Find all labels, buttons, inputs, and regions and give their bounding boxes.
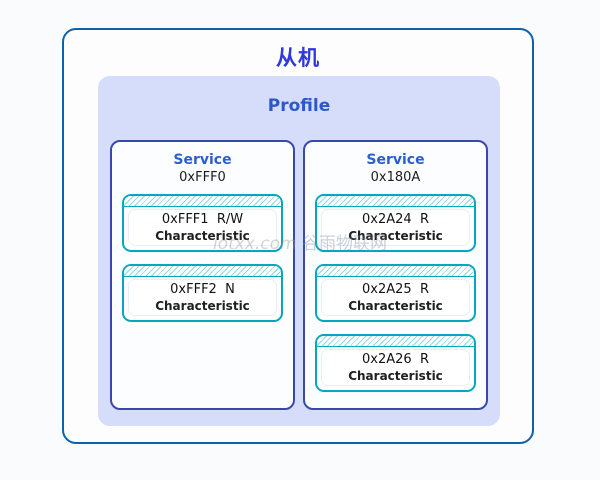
service-uuid-1: 0x180A (370, 170, 421, 185)
characteristic-uuid-1-0: 0x2A24 R (362, 212, 429, 227)
characteristic-inner-0-0: 0xFFF1 R/W Characteristic (128, 209, 277, 246)
characteristic-type-1-1: Characteristic (348, 299, 443, 313)
characteristic-inner-1-2: 0x2A26 R Characteristic (321, 349, 470, 386)
hatch-strip-icon (124, 196, 281, 207)
characteristic-type-0-0: Characteristic (155, 229, 250, 243)
characteristic-uuid-0-0: 0xFFF1 R/W (161, 212, 244, 227)
characteristic-inner-1-1: 0x2A25 R Characteristic (321, 279, 470, 316)
characteristic-card-0xfff1[interactable]: 0xFFF1 R/W Characteristic (122, 194, 283, 252)
profile-panel: Profile Service 0xFFF0 0xFFF1 R/W Charac… (98, 76, 500, 426)
characteristic-uuid-1-1: 0x2A25 R (362, 282, 429, 297)
service-label-1: Service (366, 152, 425, 168)
hatch-strip-icon (317, 336, 474, 347)
profile-title: Profile (267, 96, 331, 116)
characteristic-card-0xfff2[interactable]: 0xFFF2 N Characteristic (122, 264, 283, 322)
characteristic-uuid-1-2: 0x2A26 R (362, 352, 429, 367)
characteristic-type-1-0: Characteristic (348, 229, 443, 243)
characteristic-inner-0-1: 0xFFF2 N Characteristic (128, 279, 277, 316)
service-box-0xfff0[interactable]: Service 0xFFF0 0xFFF1 R/W Characteristic… (110, 140, 295, 410)
characteristic-type-0-1: Characteristic (155, 299, 250, 313)
characteristic-card-0x2a26[interactable]: 0x2A26 R Characteristic (315, 334, 476, 392)
characteristic-list-0: 0xFFF1 R/W Characteristic 0xFFF2 N Chara… (122, 194, 283, 334)
service-box-0x180a[interactable]: Service 0x180A 0x2A24 R Characteristic 0… (303, 140, 488, 410)
hatch-strip-icon (124, 266, 281, 277)
hatch-strip-icon (317, 266, 474, 277)
service-label-0: Service (173, 152, 232, 168)
characteristic-list-1: 0x2A24 R Characteristic 0x2A25 R Charact… (315, 194, 476, 404)
slave-device-frame: 从机 Profile Service 0xFFF0 0xFFF1 R/W Cha… (62, 28, 534, 444)
characteristic-card-0x2a25[interactable]: 0x2A25 R Characteristic (315, 264, 476, 322)
service-uuid-0: 0xFFF0 (179, 170, 226, 185)
characteristic-uuid-0-1: 0xFFF2 N (170, 282, 235, 297)
characteristic-type-1-2: Characteristic (348, 369, 443, 383)
service-header-1: Service 0x180A (305, 152, 486, 186)
slave-device-title: 从机 (276, 46, 320, 70)
characteristic-card-0x2a24[interactable]: 0x2A24 R Characteristic (315, 194, 476, 252)
service-header-0: Service 0xFFF0 (112, 152, 293, 186)
characteristic-inner-1-0: 0x2A24 R Characteristic (321, 209, 470, 246)
hatch-strip-icon (317, 196, 474, 207)
